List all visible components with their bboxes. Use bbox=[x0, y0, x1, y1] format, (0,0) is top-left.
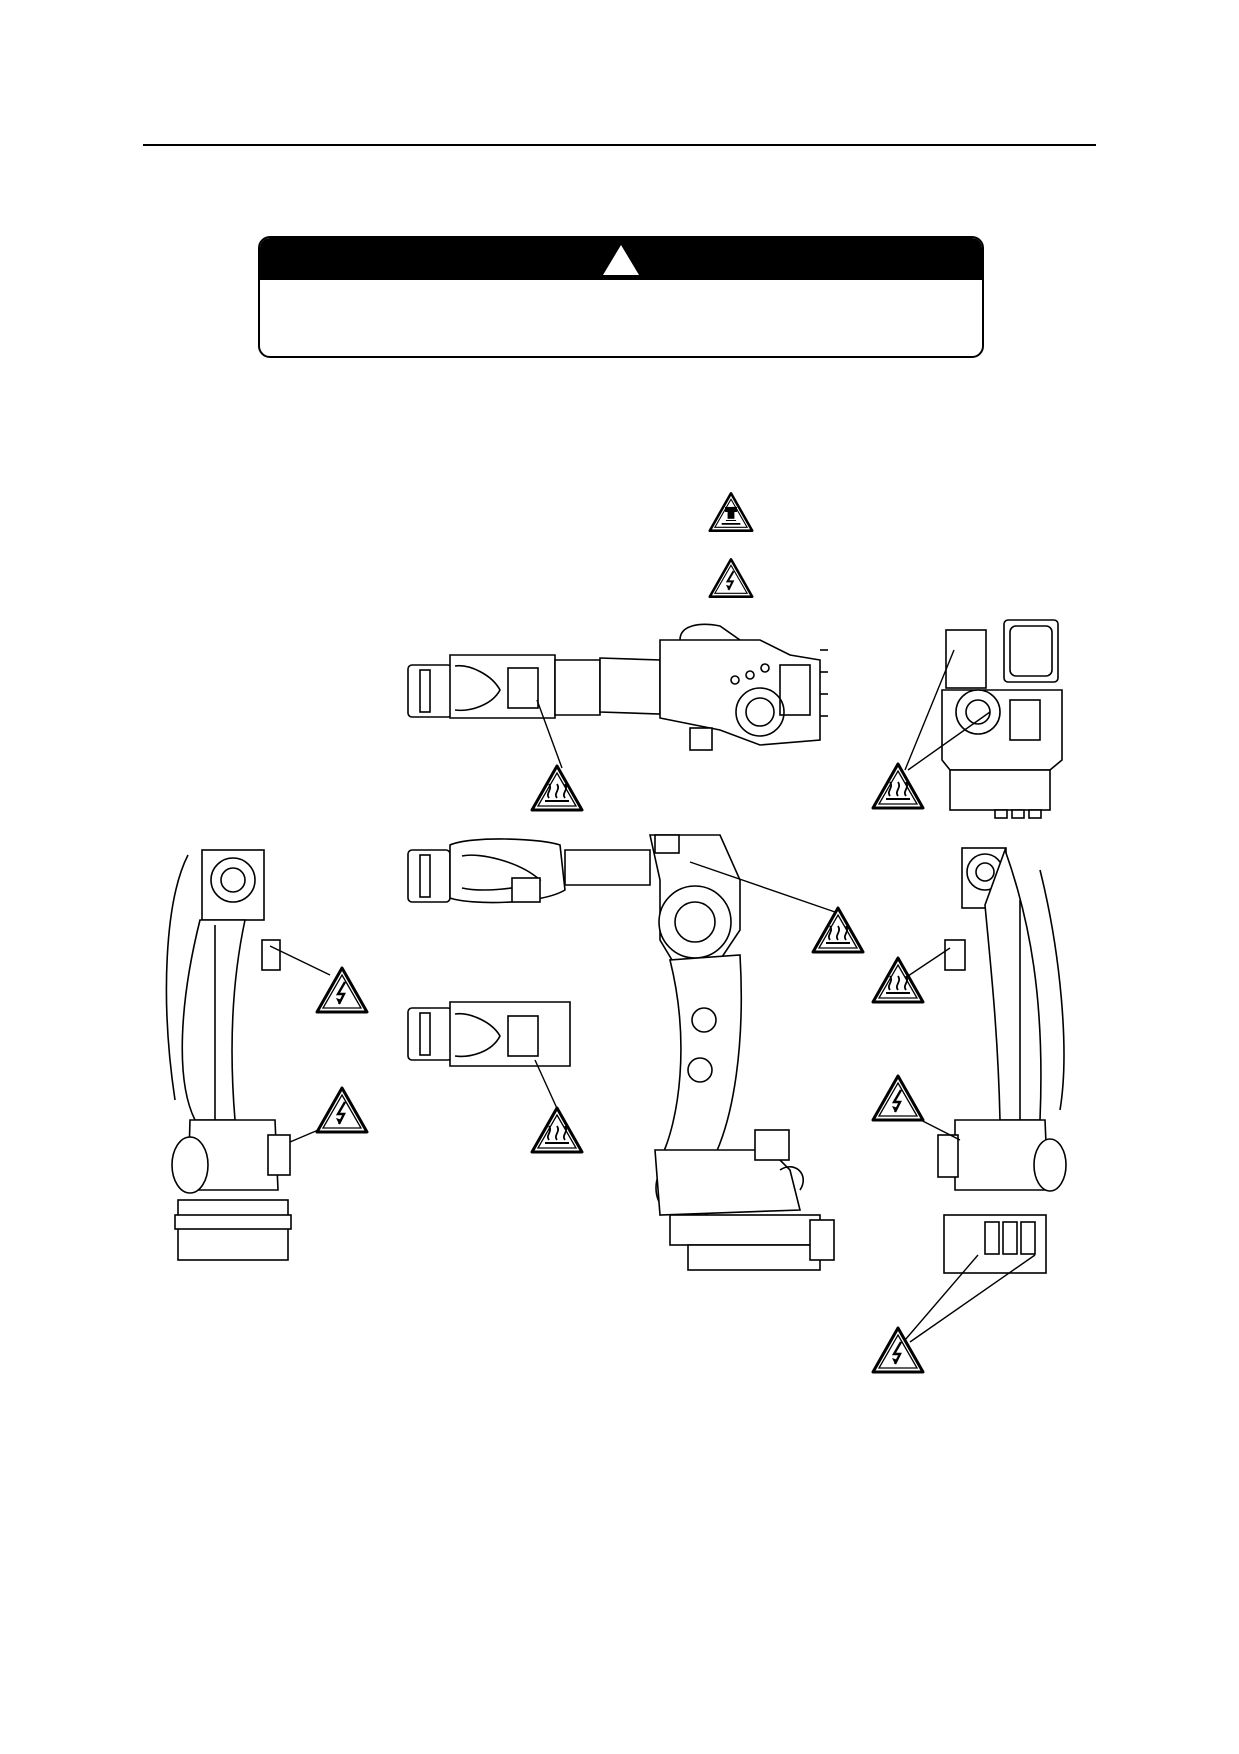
label-top-view-hot-surface-icon bbox=[532, 766, 582, 810]
robot-wrist-view bbox=[407, 1001, 571, 1067]
label-wrist-view-hot-surface-icon bbox=[532, 1108, 582, 1152]
warning-notice-box bbox=[258, 236, 984, 358]
robot-top-view bbox=[407, 623, 828, 751]
robot-side-view bbox=[407, 834, 835, 1271]
legend-crush-hazard-icon bbox=[710, 493, 753, 530]
legend-electric-shock-icon bbox=[710, 559, 753, 596]
robot-rear-view bbox=[941, 619, 1063, 819]
label-right-view-electric-shock-icon bbox=[873, 1076, 923, 1120]
leader-lines bbox=[269, 649, 1036, 1343]
label-left-view-electric-shock-icon bbox=[317, 1088, 367, 1132]
label-rear-view-hot-surface-icon bbox=[873, 764, 923, 808]
warning-notice-header bbox=[260, 238, 982, 280]
label-left-view-electric-shock-icon bbox=[317, 968, 367, 1012]
warning-triangle-icon bbox=[603, 245, 639, 275]
label-side-view-hot-surface-icon bbox=[813, 908, 863, 952]
header-rule bbox=[143, 144, 1096, 146]
robot-left-view bbox=[165, 849, 292, 1261]
label-right-view-electric-shock-icon bbox=[873, 1328, 923, 1372]
robot-right-view bbox=[937, 847, 1067, 1274]
label-right-view-hot-surface-icon bbox=[873, 958, 923, 1002]
